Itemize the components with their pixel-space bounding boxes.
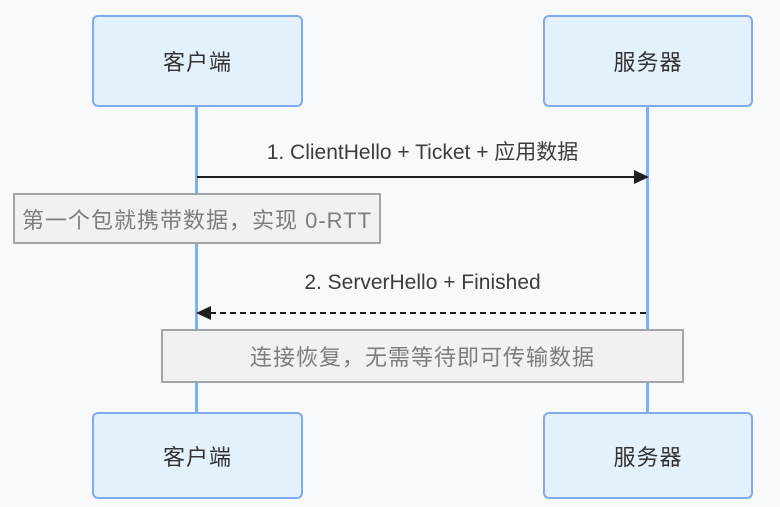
arrowhead-left-icon: [196, 306, 211, 320]
server-lifeline: [646, 107, 649, 412]
actor-server-top-label: 服务器: [613, 50, 683, 75]
actor-client-bottom-label: 客户端: [162, 444, 232, 470]
arrowhead-right-icon: [634, 170, 649, 184]
actor-server-top: 服务器: [543, 15, 753, 107]
note-resume: 连接恢复，无需等待即可传输数据: [161, 329, 684, 383]
actor-server-bottom: 服务器: [543, 412, 753, 499]
actor-client-top: 客户端: [92, 15, 303, 107]
actor-client-top-label: 客户端: [162, 50, 232, 75]
note-resume-text: 连接恢复，无需等待即可传输数据: [249, 345, 595, 370]
note-0rtt-text: 第一个包就携带数据，实现 0-RTT: [21, 207, 373, 233]
actor-client-bottom: 客户端: [92, 412, 303, 499]
message-1-arrow-line: [197, 176, 635, 178]
actor-server-bottom-label: 服务器: [613, 444, 683, 470]
message-1-label: 1. ClientHello + Ticket + 应用数据: [266, 141, 579, 164]
note-0rtt: 第一个包就携带数据，实现 0-RTT: [13, 193, 381, 244]
message-2-arrow-line: [210, 312, 648, 314]
client-lifeline: [195, 107, 198, 412]
message-2-label: 2. ServerHello + Finished: [304, 271, 541, 294]
